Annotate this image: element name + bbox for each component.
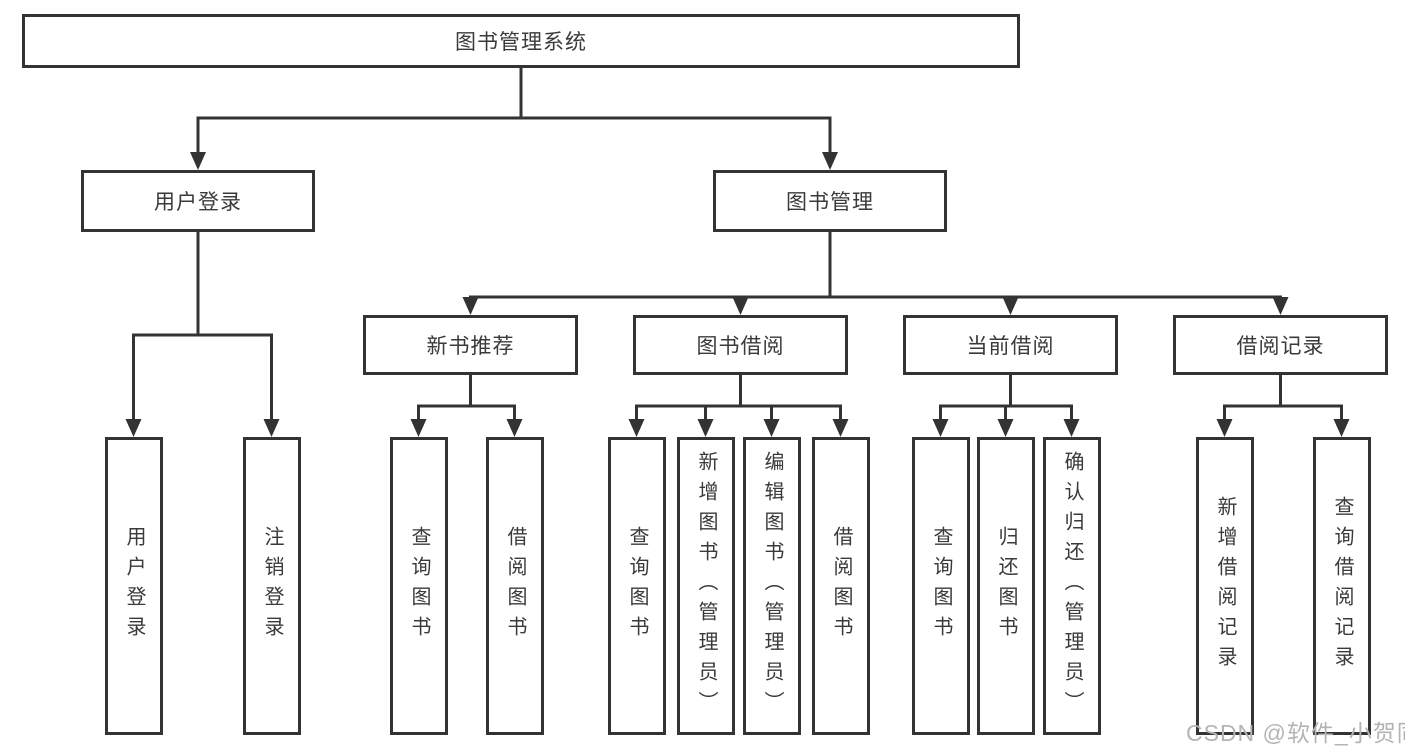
- connector-borrowrecord-to-children: [1216, 375, 1350, 437]
- leaf-cb-confirm-return-admin: 确认归还（管理员）: [1043, 437, 1101, 735]
- leaf-br-query-record: 查询借阅记录: [1313, 437, 1371, 735]
- node-book-management-label: 图书管理: [786, 191, 874, 214]
- node-current-borrow: 当前借阅: [903, 315, 1118, 375]
- leaf-bb-edit-books-admin-label: 编辑图书（管理员）: [761, 451, 783, 721]
- leaf-br-query-record-label: 查询借阅记录: [1331, 496, 1353, 676]
- leaf-br-add-record: 新增借阅记录: [1196, 437, 1254, 735]
- leaf-user-login: 用户登录: [105, 437, 163, 735]
- csdn-watermark: CSDN @软件_小贺同学: [1186, 720, 1405, 746]
- node-user-login-label: 用户登录: [154, 191, 242, 214]
- node-root-label: 图书管理系统: [455, 31, 587, 54]
- node-current-borrow-label: 当前借阅: [966, 335, 1055, 358]
- arrowhead-icon: [1333, 419, 1350, 437]
- leaf-logout-label: 注销登录: [261, 526, 283, 646]
- arrowhead-icon: [822, 152, 838, 170]
- node-root: 图书管理系统: [22, 14, 1020, 68]
- leaf-bb-borrow-books: 借阅图书: [812, 437, 870, 735]
- arrowhead-icon: [1002, 297, 1019, 315]
- leaf-bb-add-books-admin-label: 新增图书（管理员）: [695, 451, 717, 721]
- leaf-cb-query-books: 查询图书: [912, 437, 970, 735]
- leaf-bb-query-books-label: 查询图书: [626, 526, 648, 646]
- arrowhead-icon: [1063, 419, 1080, 437]
- leaf-cb-return-books-label: 归还图书: [995, 526, 1017, 646]
- arrowhead-icon: [462, 297, 479, 315]
- connector-newbookrec-to-children: [410, 375, 523, 437]
- leaf-cb-return-books: 归还图书: [977, 437, 1035, 735]
- leaf-br-add-record-label: 新增借阅记录: [1214, 496, 1236, 676]
- arrowhead-icon: [628, 419, 645, 437]
- node-user-login: 用户登录: [81, 170, 315, 232]
- leaf-bb-add-books-admin: 新增图书（管理员）: [677, 437, 735, 735]
- arrowhead-icon: [125, 419, 142, 437]
- arrowhead-icon: [832, 419, 849, 437]
- arrowhead-icon: [1272, 297, 1289, 315]
- connector-userlogin-to-children: [125, 232, 280, 437]
- node-new-book-recommend: 新书推荐: [363, 315, 578, 375]
- arrowhead-icon: [932, 419, 949, 437]
- leaf-bb-edit-books-admin: 编辑图书（管理员）: [743, 437, 801, 735]
- leaf-rec-query-books-label: 查询图书: [408, 526, 430, 646]
- leaf-logout: 注销登录: [243, 437, 301, 735]
- connector-bookmgmt-to-level3: [462, 232, 1289, 315]
- node-new-book-recommend-label: 新书推荐: [426, 335, 515, 358]
- node-book-management: 图书管理: [713, 170, 947, 232]
- arrowhead-icon: [732, 297, 749, 315]
- node-book-borrow: 图书借阅: [633, 315, 848, 375]
- leaf-rec-query-books: 查询图书: [390, 437, 448, 735]
- connector-currentborrow-to-children: [932, 375, 1080, 437]
- leaf-rec-borrow-books-label: 借阅图书: [504, 526, 526, 646]
- node-borrow-record: 借阅记录: [1173, 315, 1388, 375]
- arrowhead-icon: [190, 152, 206, 170]
- arrowhead-icon: [1216, 419, 1233, 437]
- arrowhead-icon: [506, 419, 523, 437]
- node-borrow-record-label: 借阅记录: [1236, 335, 1325, 358]
- leaf-user-login-label: 用户登录: [123, 526, 145, 646]
- leaf-bb-query-books: 查询图书: [608, 437, 666, 735]
- arrowhead-icon: [263, 419, 280, 437]
- leaf-cb-query-books-label: 查询图书: [930, 526, 952, 646]
- leaf-bb-borrow-books-label: 借阅图书: [830, 526, 852, 646]
- leaf-rec-borrow-books: 借阅图书: [486, 437, 544, 735]
- arrowhead-icon: [410, 419, 427, 437]
- arrowhead-icon: [763, 419, 780, 437]
- node-book-borrow-label: 图书借阅: [696, 335, 785, 358]
- connector-bookborrow-to-children: [628, 375, 849, 437]
- arrowhead-icon: [697, 419, 714, 437]
- leaf-cb-confirm-return-admin-label: 确认归还（管理员）: [1061, 451, 1083, 721]
- connector-root-to-level2: [190, 68, 838, 170]
- arrowhead-icon: [997, 419, 1014, 437]
